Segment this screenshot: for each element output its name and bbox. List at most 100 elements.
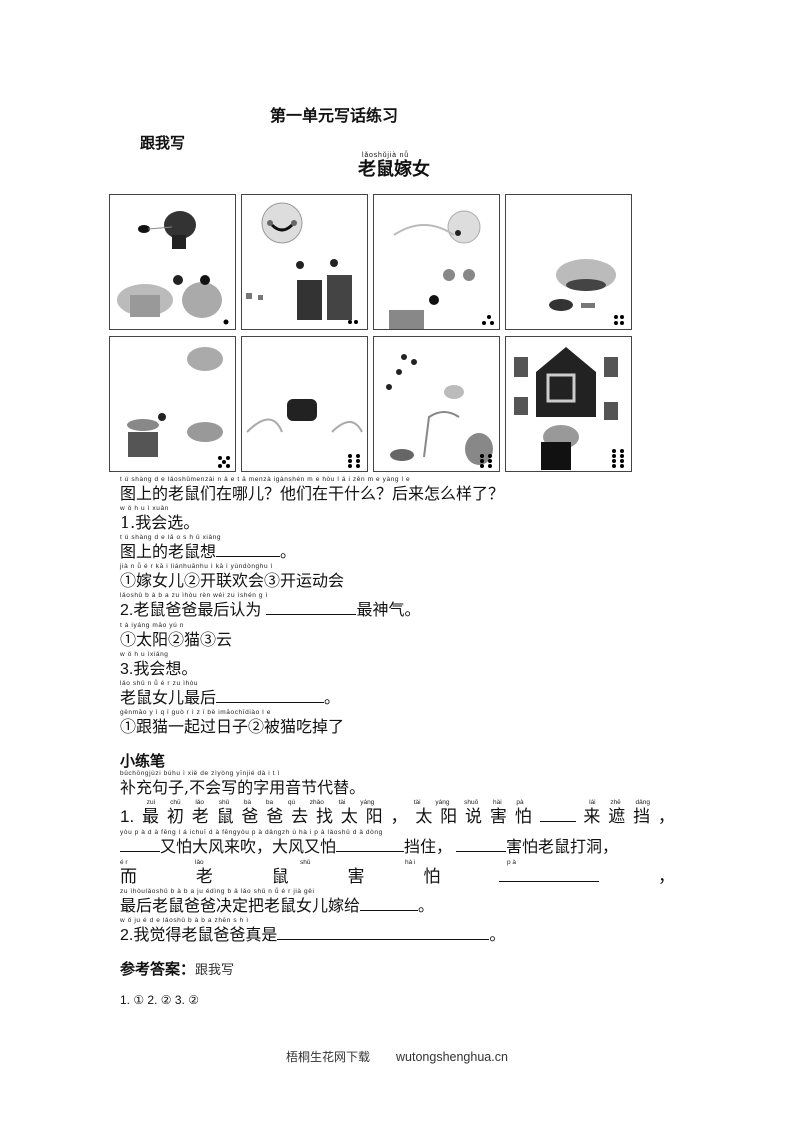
pinyin: zuì [146,799,156,806]
char: ， [390,807,408,827]
char: 阳 [365,807,383,827]
footer-site-name: 梧桐生花网下载 [286,1050,371,1064]
char: 挡 [633,807,651,827]
answers-line: 1. ① 2. ② 3. ② [120,993,199,1007]
practice-blank-7[interactable] [277,925,490,940]
q1-stem-pinyin: t ú shàng d e lǎ o s h ǔ xiǎng [120,534,222,541]
practice-blank-5[interactable] [499,867,600,882]
practice-blank-3[interactable] [336,837,405,852]
pinyin: tài [413,799,421,806]
char: 而 [120,867,137,887]
scene-illustration-icon [549,259,624,325]
char: 说 [465,807,482,827]
char: ， [657,867,675,887]
q3-heading-pinyin: w ǒ h u ìxiǎng [120,651,169,658]
pinyin: hà i [405,859,416,866]
char: 去 [291,807,309,827]
char: 鼠 [216,807,234,827]
picture-panel-6 [241,336,368,472]
q1-heading-text: 1.我会选。 [120,513,200,532]
practice-item1-line4: zu ìhòulǎoshǔ b à b a ju édìng b ǎ lǎo s… [120,888,434,915]
q1-options: jià n ǚ é r kā i liánhuānhu ì kā i yùndò… [120,563,344,590]
answers-subheading: 跟我写 [195,963,235,978]
practice-item2-number: 2. [120,927,134,944]
q2-number: 2. [120,602,134,619]
pinyin: tài [338,799,346,806]
pinyin: lái [589,799,596,806]
picture-panel-4 [505,194,632,330]
char: 怕 [423,867,441,887]
char: ， [657,807,675,827]
picture-panel-3 [373,194,500,330]
picture-panel-5 [109,336,236,472]
page-title: 第一单元写话练习 [270,106,399,125]
practice-blank-1[interactable] [539,807,576,822]
char: 太 [340,807,358,827]
q2-stem-text: 老鼠爸爸最后认为 [133,600,262,619]
q2-stem: lǎoshǔ b à b a zu ìhòu rèn wéi zu ìshén … [120,592,420,620]
practice-instruction-text: 补充句子,不会写的字用音节代替。 [120,778,366,797]
q3-options: gēnmāo y ì q ǐ guò r ì z ǐ bè imāochīdià… [120,709,344,736]
q1-heading: w ǒ h u ì xuǎn 1.我会选。 [120,505,199,532]
prompt-pinyin: t ú shàng d e lǎoshǔmenzài n ǎ e t ā men… [120,476,411,483]
scene-illustration-icon [246,399,363,468]
scene-illustration-icon [246,202,358,324]
pinyin: é r [120,859,128,866]
q3-heading: w ǒ h u ìxiǎng 3.我会想。 [120,651,197,679]
pinyin: shuō [464,799,479,806]
answers-heading: 参考答案：跟我写 [120,958,234,979]
practice-item1-line2-pinyin: yòu p à d à fēng l á ichuī d à fēngyòu p… [120,829,383,836]
char: 老 [191,807,209,827]
practice-item1-line4-pinyin: zu ìhòulǎoshǔ b à b a ju édìng b ǎ lǎo s… [120,888,315,895]
practice-instruction: bǔchōngjùzi búhu ì xiě de zìyòng yīnjié … [120,770,365,797]
footer-url[interactable]: wutongshenghua.cn [396,1050,508,1064]
q2-answer-blank[interactable] [266,600,357,615]
char: 找 [315,807,333,827]
practice-blank-4[interactable] [456,837,507,852]
char: 老 [195,867,213,887]
q2-options: t à iyáng māo yú n ①太阳②猫③云 [120,622,232,649]
practice-item2-text: 我觉得老鼠爸爸真是 [133,925,278,944]
q1-options-pinyin: jià n ǚ é r kā i liánhuānhu ì kā i yùndò… [120,563,273,570]
practice-text: 又怕大风来吹，大风又怕 [160,837,337,856]
scene-illustration-icon [117,211,229,325]
answers-heading-text: 参考答案： [120,960,196,978]
picture-grid [109,194,633,474]
q1-answer-blank[interactable] [216,542,281,557]
pinyin: hài [493,799,502,806]
pinyin: chū [170,799,181,806]
practice-item1-line3: é r lǎo shǔ hà i p à 而 老 鼠 害 怕 ， [120,859,675,887]
practice-heading: 小练笔 [120,752,166,770]
char: 害 [489,807,507,827]
pinyin: yáng [360,799,375,806]
char: 初 [166,807,184,827]
q2-stem-end: 最神气。 [356,600,421,619]
pinyin: zhǎo [309,799,324,806]
pinyin: pà [516,799,524,806]
pinyin: ba [265,799,274,806]
practice-text: 挡住， [404,837,453,856]
practice-text: 最后老鼠爸爸决定把老鼠女儿嫁给 [120,896,361,915]
picture-panel-1 [109,194,236,330]
practice-blank-6[interactable] [360,896,419,911]
practice-item1-line1: zuì chū lǎo shǔ bà ba qù zhǎo tài yáng t… [120,799,675,827]
story-title: lǎoshǔjià nǚ 老鼠嫁女 [358,152,430,180]
practice-item2-pinyin: w ǒ ju é d e lǎoshǔ b à b a zhēn s h ì [120,917,249,924]
story-title-text: 老鼠嫁女 [358,159,430,180]
char: 怕 [514,807,532,827]
char: 鼠 [271,867,289,887]
q2-options-text: ①太阳②猫③云 [120,630,233,649]
q2-options-pinyin: t à iyáng māo yú n [120,622,184,629]
char: 爸 [241,807,259,827]
q3-heading-text: 我会想。 [133,659,198,678]
pinyin: bà [243,799,252,806]
q1-stem: t ú shàng d e lǎ o s h ǔ xiǎng 图上的老鼠想。 [120,534,296,561]
pinyin: yáng [435,799,450,806]
pinyin: dǎng [635,799,650,806]
practice-blank-2[interactable] [120,837,160,852]
char: 遮 [608,807,626,827]
pinyin: zhē [610,799,621,806]
q3-answer-blank[interactable] [216,688,325,703]
q1-stem-end: 。 [280,542,297,561]
picture-panel-8 [505,336,632,472]
